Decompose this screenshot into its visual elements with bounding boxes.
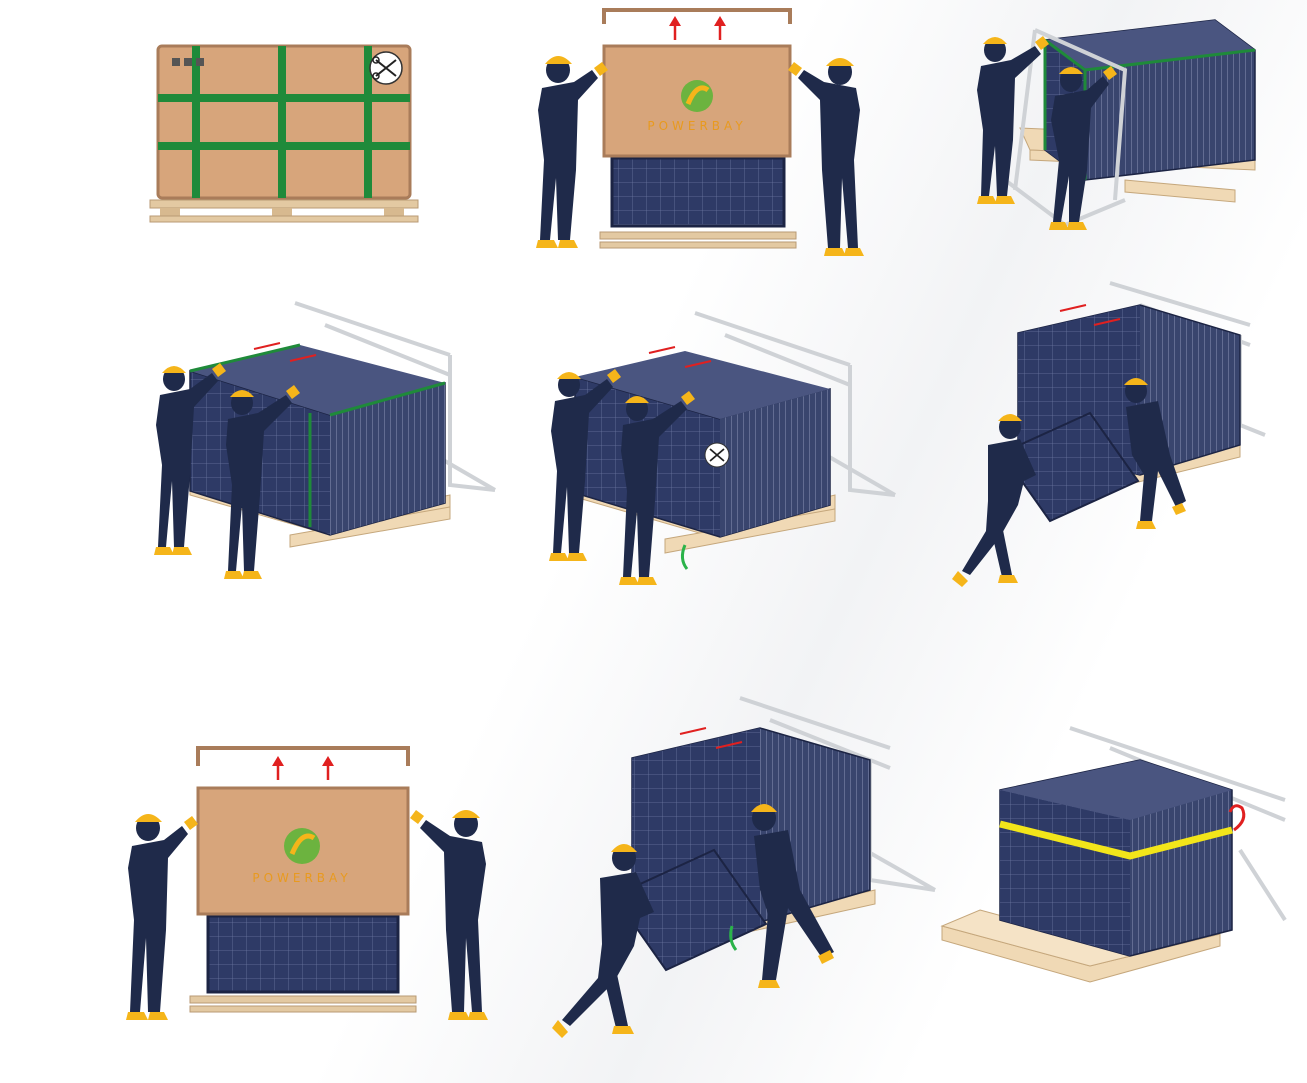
worker-right (788, 58, 864, 256)
worker-right (410, 810, 488, 1020)
step-1-boxed-pallet (140, 40, 430, 230)
step-2-lift-lid: POWERBAY (520, 0, 880, 265)
pallet (150, 200, 418, 222)
worker-left (126, 814, 198, 1020)
step-9-remaining-stack (940, 720, 1290, 995)
up-arrow-icon (272, 756, 334, 780)
step-4-hold-stack (150, 295, 500, 590)
box-lid-outline (198, 748, 408, 766)
box-lid-outline (604, 10, 790, 24)
worker-left (536, 56, 608, 248)
solar-panel-stack (1000, 760, 1232, 956)
package-symbols (172, 58, 204, 66)
brand-text: POWERBAY (647, 119, 746, 133)
scissors-icon (705, 443, 729, 467)
solar-panel-stack (612, 158, 784, 226)
step-8-carry-panel-repeat (550, 690, 940, 1055)
step-6-carry-panel (940, 275, 1270, 600)
pallet (600, 232, 796, 248)
up-arrow-icon (669, 16, 726, 40)
worker-back (977, 36, 1049, 204)
step-3-support-frame (975, 10, 1265, 240)
scissors-icon (370, 52, 402, 84)
powerbay-logo-icon (284, 828, 320, 864)
pallet (190, 996, 416, 1012)
step-7-lift-lid-repeat: POWERBAY (120, 740, 500, 1030)
brand-text: POWERBAY (252, 871, 351, 885)
solar-panel-stack (208, 916, 398, 992)
powerbay-logo-icon (681, 80, 713, 112)
step-5-cut-straps (545, 305, 900, 595)
